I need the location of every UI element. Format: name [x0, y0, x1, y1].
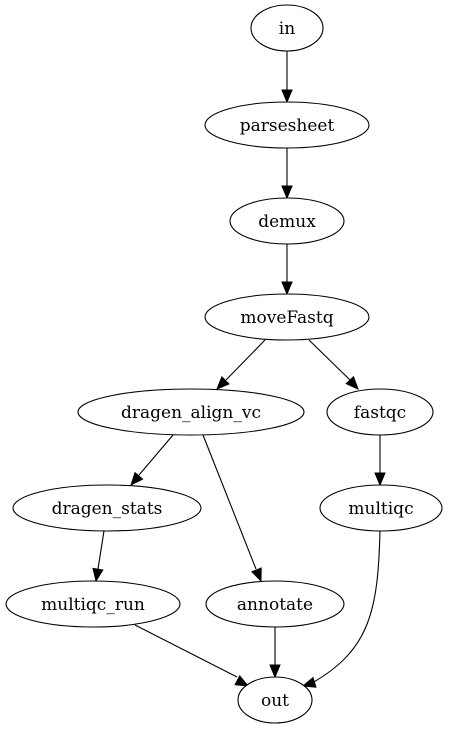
node-label: moveFastq	[240, 308, 333, 328]
edge-line	[225, 339, 266, 381]
edge-arrowhead	[281, 185, 293, 200]
edge-moveFastq-to-fastqc	[308, 339, 359, 390]
node-multiqc: multiqc	[319, 484, 443, 532]
node-label: in	[279, 19, 295, 39]
node-moveFastq: moveFastq	[204, 293, 370, 341]
node-ellipse	[12, 484, 202, 532]
edge-line	[138, 434, 174, 476]
node-annotate: annotate	[205, 580, 345, 628]
edge-arrowhead	[269, 664, 281, 679]
edge-line	[311, 530, 381, 684]
edge-arrowhead	[251, 567, 262, 583]
edge-line	[134, 624, 238, 678]
edge-annotate-to-out	[269, 627, 281, 679]
node-label: fastqc	[354, 403, 406, 423]
node-label: out	[261, 691, 289, 711]
edge-fastqc-to-multiqc	[374, 435, 386, 487]
edge-arrowhead	[130, 471, 144, 486]
node-ellipse	[250, 4, 324, 52]
edge-line	[202, 434, 257, 570]
edge-multiqc-to-out	[301, 530, 381, 688]
edge-arrowhead	[345, 375, 359, 390]
edge-parsesheet-to-demux	[281, 148, 293, 200]
node-ellipse	[204, 293, 370, 341]
edge-moveFastq-to-dragen_align_vc	[216, 339, 266, 390]
node-parsesheet: parsesheet	[204, 101, 370, 149]
edge-dragen_stats-to-multiqc_run	[92, 530, 105, 583]
node-fastqc: fastqc	[326, 388, 434, 436]
edge-arrowhead	[301, 676, 317, 688]
node-dragen_align_vc: dragen_align_vc	[77, 388, 305, 436]
edge-dragen_align_vc-to-dragen_stats	[130, 434, 174, 486]
node-label: dragen_stats	[52, 499, 163, 519]
node-label: dragen_align_vc	[121, 403, 261, 423]
edge-arrowhead	[374, 472, 386, 487]
edge-in-to-parsesheet	[281, 51, 293, 104]
nodes-layer: in parsesheet demux moveFastq dragen_align_v…	[5, 4, 443, 724]
node-dragen_stats: dragen_stats	[12, 484, 202, 532]
node-ellipse	[229, 197, 345, 245]
node-ellipse	[205, 580, 345, 628]
node-label: multiqc_run	[41, 595, 145, 615]
node-label: parsesheet	[240, 116, 335, 136]
node-label: annotate	[237, 595, 313, 615]
edge-multiqc_run-to-out	[134, 624, 250, 687]
edges-layer	[92, 51, 386, 688]
edge-line	[308, 339, 351, 381]
edge-arrowhead	[92, 567, 104, 583]
node-ellipse	[77, 388, 305, 436]
edge-arrowhead	[281, 89, 293, 104]
node-ellipse	[5, 580, 181, 628]
node-ellipse	[204, 101, 370, 149]
node-out: out	[237, 676, 313, 724]
node-label: demux	[258, 212, 316, 232]
node-ellipse	[237, 676, 313, 724]
edge-dragen_align_vc-to-annotate	[202, 434, 262, 583]
edge-arrowhead	[216, 376, 230, 390]
node-ellipse	[319, 484, 443, 532]
edge-demux-to-moveFastq	[281, 244, 293, 296]
node-label: multiqc	[348, 499, 413, 519]
edge-arrowhead	[281, 281, 293, 296]
edge-line	[97, 530, 105, 570]
node-ellipse	[326, 388, 434, 436]
node-demux: demux	[229, 197, 345, 245]
node-multiqc_run: multiqc_run	[5, 580, 181, 628]
edge-arrowhead	[234, 675, 250, 687]
node-in: in	[250, 4, 324, 52]
